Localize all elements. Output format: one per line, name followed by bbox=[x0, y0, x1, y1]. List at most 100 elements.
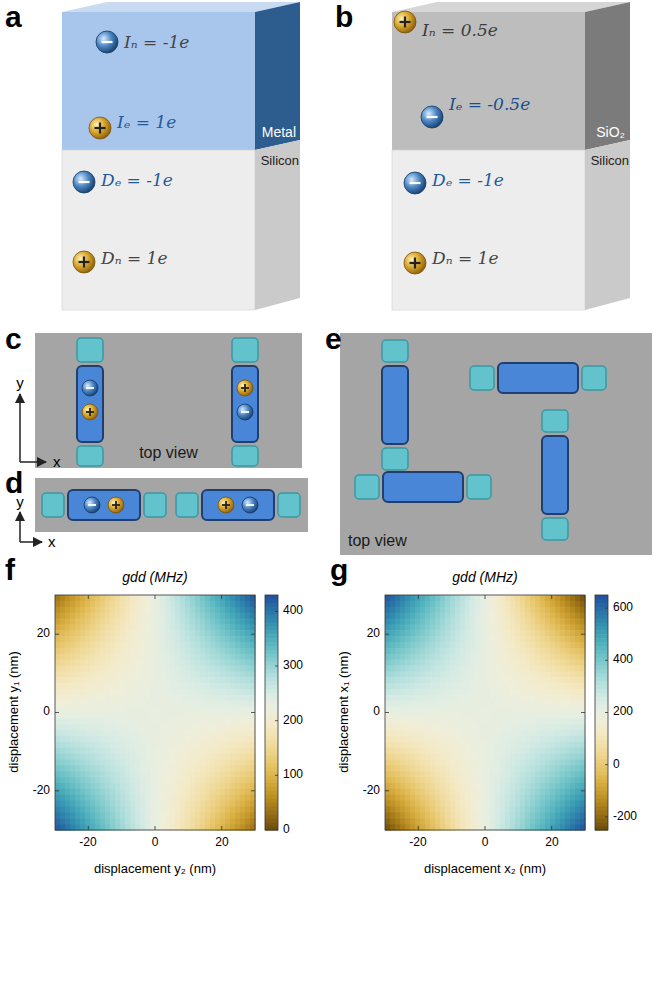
heatmap-cell bbox=[195, 765, 201, 771]
heatmap-cell bbox=[395, 595, 401, 601]
heatmap-cell bbox=[150, 783, 156, 789]
heatmap-cell bbox=[425, 619, 431, 625]
device bbox=[42, 490, 300, 520]
heatmap-cell bbox=[145, 636, 151, 642]
heatmap-cell bbox=[95, 666, 101, 672]
heatmap-cell bbox=[135, 642, 141, 648]
heatmap-cell bbox=[70, 613, 76, 619]
heatmap-cell bbox=[165, 624, 171, 630]
heatmap-cell bbox=[120, 742, 126, 748]
heatmap-cell bbox=[220, 736, 226, 742]
heatmap-cell bbox=[405, 624, 411, 630]
heatmap-cell bbox=[455, 624, 461, 630]
heatmap-cell bbox=[550, 619, 556, 625]
heatmap-cell bbox=[150, 671, 156, 677]
heatmap-cell bbox=[210, 624, 216, 630]
heatmap-cell bbox=[135, 724, 141, 730]
heatmap-cell bbox=[65, 630, 71, 636]
heatmap-cell bbox=[210, 619, 216, 625]
heatmap-cell bbox=[245, 765, 251, 771]
heatmap-cell bbox=[215, 619, 221, 625]
heatmap-cell bbox=[120, 677, 126, 683]
tick-mark bbox=[55, 790, 59, 791]
heatmap-cell bbox=[85, 695, 91, 701]
heatmap-cell bbox=[120, 818, 126, 824]
heatmap-cell bbox=[120, 613, 126, 619]
heatmap-cell bbox=[155, 748, 161, 754]
heatmap-cell bbox=[90, 619, 96, 625]
heatmap-cell bbox=[125, 777, 131, 783]
heatmap-cell bbox=[230, 636, 236, 642]
heatmap-cell bbox=[575, 607, 581, 613]
heatmap-cell bbox=[225, 754, 231, 760]
heatmap-cell bbox=[245, 607, 251, 613]
heatmap-cell bbox=[90, 677, 96, 683]
heatmap-cell bbox=[215, 748, 221, 754]
heatmap-cell bbox=[480, 595, 486, 601]
heatmap-cell bbox=[180, 601, 186, 607]
heatmap-cell bbox=[55, 677, 61, 683]
heatmap-cell bbox=[240, 713, 246, 719]
heatmap-cell bbox=[140, 724, 146, 730]
heatmap-cell bbox=[160, 713, 166, 719]
heatmap-cell bbox=[540, 595, 546, 601]
heatmap-cell bbox=[65, 754, 71, 760]
heatmap-cell bbox=[420, 619, 426, 625]
heatmap-cell bbox=[185, 760, 191, 766]
heatmap-cell bbox=[155, 801, 161, 807]
heatmap-cell bbox=[90, 818, 96, 824]
heatmap-cell bbox=[430, 607, 436, 613]
heatmap-cell bbox=[90, 713, 96, 719]
heatmap-cell bbox=[60, 713, 66, 719]
charge-ball bbox=[73, 171, 95, 193]
heatmap-cell bbox=[235, 648, 241, 654]
heatmap-cell bbox=[220, 607, 226, 613]
heatmap-cell bbox=[175, 771, 181, 777]
heatmap-cell bbox=[200, 595, 206, 601]
heatmap-cell bbox=[180, 660, 186, 666]
heatmap-cell bbox=[135, 771, 141, 777]
heatmap-cell bbox=[240, 601, 246, 607]
heatmap-cell bbox=[125, 666, 131, 672]
heatmap-cell bbox=[100, 654, 106, 660]
heatmap-cell bbox=[160, 613, 166, 619]
heatmap-cell bbox=[140, 801, 146, 807]
heatmap-cell bbox=[95, 760, 101, 766]
tick-mark bbox=[251, 712, 255, 713]
heatmap-cell bbox=[245, 801, 251, 807]
heatmap-cell bbox=[135, 671, 141, 677]
heatmap-cell bbox=[145, 660, 151, 666]
sign-stroke bbox=[404, 17, 406, 28]
heatmap-cell bbox=[140, 754, 146, 760]
heatmap-cell bbox=[105, 624, 111, 630]
heatmap-cell bbox=[190, 724, 196, 730]
heatmap-cell bbox=[55, 601, 61, 607]
heatmap-cell bbox=[235, 795, 241, 801]
heatmap-cell bbox=[190, 707, 196, 713]
heatmap-cell bbox=[230, 595, 236, 601]
heatmap-cell bbox=[130, 648, 136, 654]
heatmap-cell bbox=[205, 613, 211, 619]
heatmap-cell bbox=[130, 789, 136, 795]
heatmap-cell bbox=[175, 642, 181, 648]
heatmap-cell bbox=[515, 601, 521, 607]
heatmap-cell bbox=[80, 724, 86, 730]
heatmap-cell bbox=[240, 736, 246, 742]
heatmap-cell bbox=[205, 701, 211, 707]
heatmap-cell bbox=[110, 607, 116, 613]
heatmap-cell bbox=[60, 736, 66, 742]
heatmap-cell bbox=[150, 613, 156, 619]
heatmap-cell bbox=[130, 807, 136, 813]
heatmap-cell bbox=[65, 671, 71, 677]
heatmap-cell bbox=[175, 724, 181, 730]
heatmap-cell bbox=[180, 636, 186, 642]
heatmap-cell bbox=[185, 683, 191, 689]
colorbar-slice bbox=[265, 662, 278, 667]
heatmap-cell bbox=[190, 736, 196, 742]
heatmap-cell bbox=[55, 724, 61, 730]
heatmap-cell bbox=[85, 818, 91, 824]
heatmap-cell bbox=[230, 818, 236, 824]
device bbox=[77, 338, 258, 466]
heatmap-cell bbox=[205, 666, 211, 672]
heatmap-cell bbox=[510, 619, 516, 625]
